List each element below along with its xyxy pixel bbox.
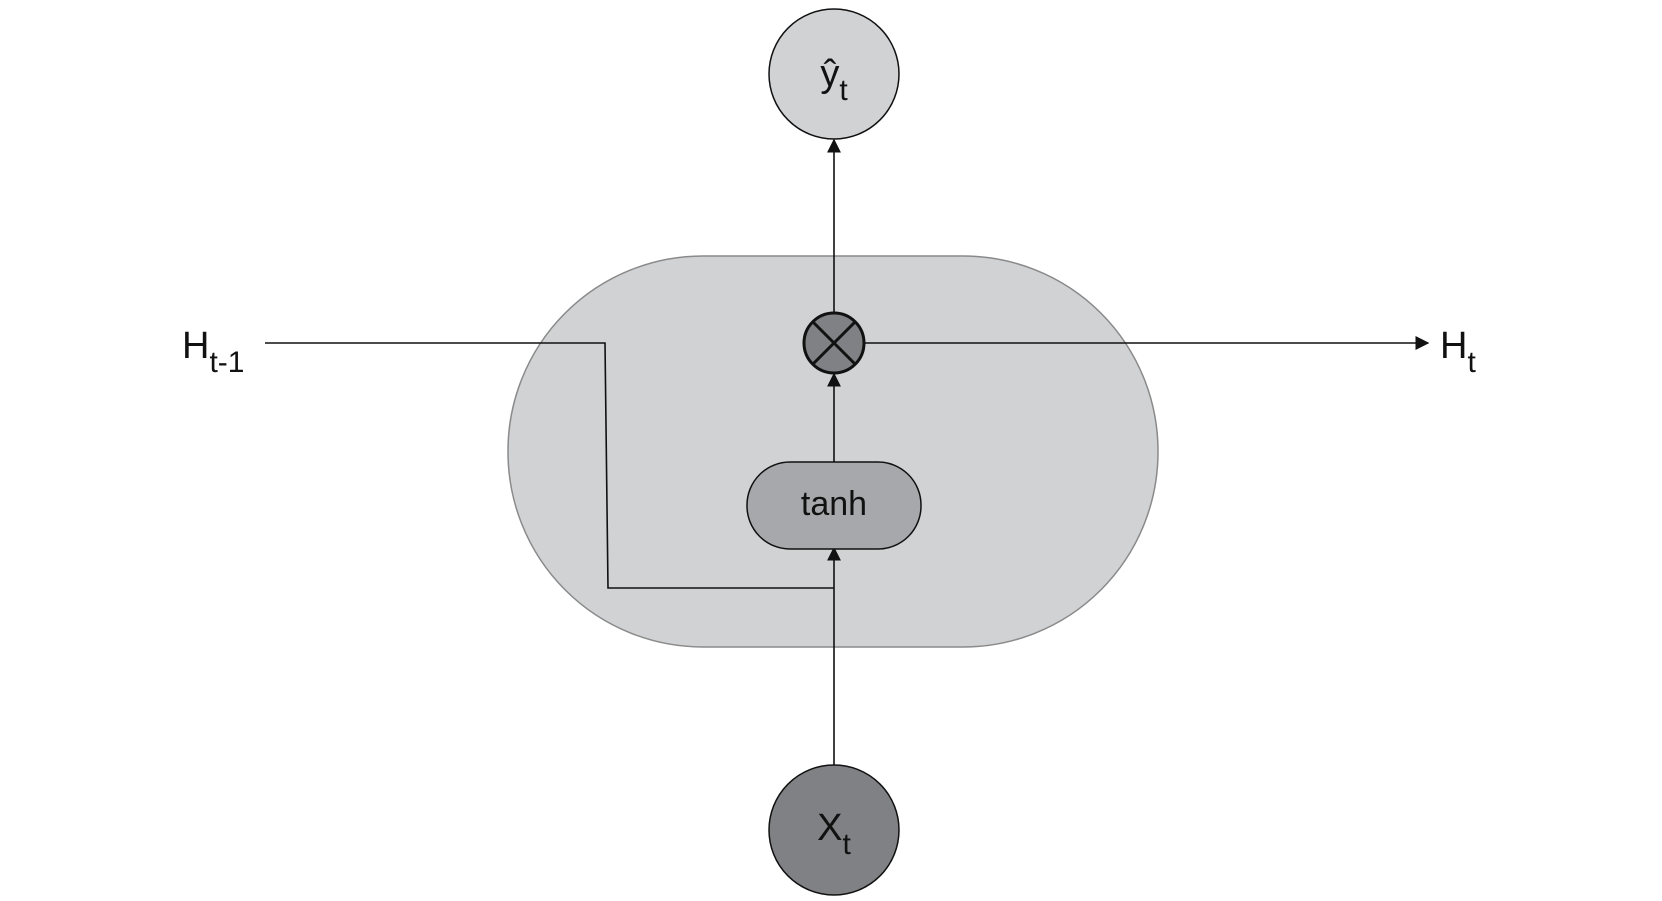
next-hidden-label: Ht: [1440, 325, 1476, 379]
output-base: ŷ: [820, 53, 839, 95]
connections: [265, 138, 1430, 765]
rnn-cell-body: [507, 255, 1159, 648]
tanh-box: [746, 461, 922, 550]
next-hidden-base: H: [1440, 325, 1467, 367]
prev-hidden-connector: [265, 342, 834, 589]
tanh-label: tanh: [801, 485, 867, 523]
next-hidden-subscript: t: [1467, 346, 1476, 379]
output-node-circle: [768, 8, 900, 140]
prev-hidden-base: H: [182, 325, 209, 367]
multiply-cross-b: [811, 320, 857, 366]
input-node-circle: [768, 764, 900, 896]
input-base: X: [817, 807, 842, 849]
prev-hidden-subscript: t-1: [209, 346, 244, 379]
input-node: Xt: [768, 764, 900, 896]
input-node-label: Xt: [817, 807, 851, 861]
output-node-label: ŷt: [820, 53, 848, 107]
circled-times-icon: [802, 311, 866, 375]
prev-hidden-label: Ht-1: [182, 325, 244, 379]
tanh-node: tanh: [746, 461, 922, 550]
output-subscript: t: [839, 74, 848, 107]
output-node: ŷt: [768, 8, 900, 140]
input-subscript: t: [843, 828, 852, 861]
